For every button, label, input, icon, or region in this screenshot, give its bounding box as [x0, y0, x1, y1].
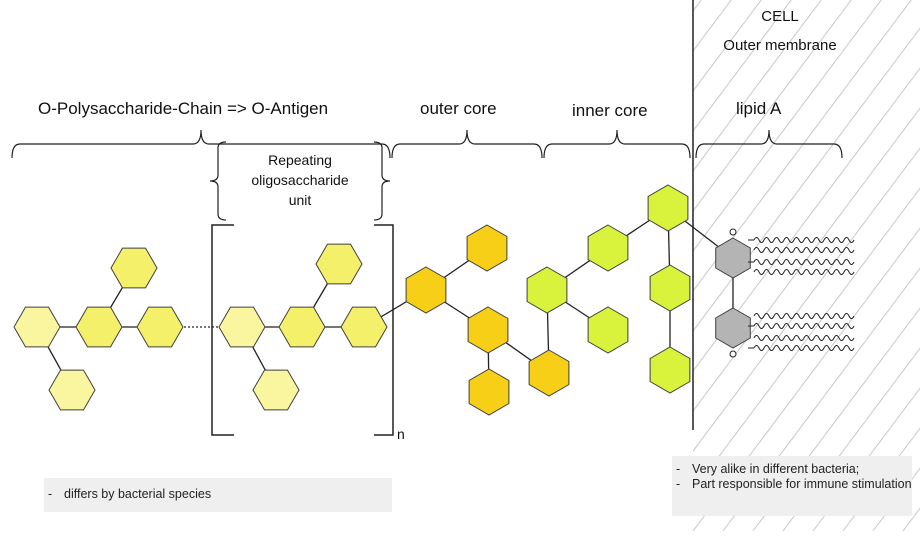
hatch-line [693, 0, 702, 12]
sugar-rings [13, 184, 751, 416]
unit-label-brace [209, 141, 227, 221]
outer-core-label: outer core [420, 99, 497, 118]
fatty-acid-chain [753, 269, 855, 275]
fatty-acid-chain [753, 323, 855, 329]
hatch-line [872, 467, 920, 531]
inner-core-sugar [587, 306, 629, 354]
o-chain-sugar [110, 247, 158, 289]
o-chain-sugar [252, 369, 300, 411]
glycosidic-bonds [36, 207, 734, 393]
repeating-unit-line2: oligosaccharide [251, 172, 349, 188]
lipid-a-note: Very alike in different bacteria;Part re… [672, 456, 912, 516]
repeating-unit-brackets [211, 224, 394, 436]
o-chain-sugar [218, 306, 266, 348]
hatch-line [693, 0, 762, 92]
repeating-unit-label: Repeating oligosaccharide unit [222, 150, 378, 210]
inner-core-sugar [649, 264, 691, 312]
hatch-line [213, 0, 611, 531]
hatch-line [752, 307, 920, 531]
hatch-line [693, 0, 792, 132]
outer-core-sugar [528, 349, 570, 397]
hatch-line [693, 227, 920, 531]
hatch-line [693, 0, 822, 172]
hatch-line [183, 0, 581, 531]
right-square-bracket [374, 224, 394, 436]
o-chain-sugar [340, 306, 388, 348]
lipid-a-sugar [715, 237, 751, 279]
fatty-acid-chain [753, 335, 855, 341]
region-brace [543, 129, 691, 159]
lipid-a-note-list: Very alike in different bacteria;Part re… [672, 462, 912, 492]
outer-core-sugar [405, 266, 447, 314]
hatch-line [722, 267, 920, 531]
inner-core-sugar [587, 224, 629, 272]
lipid-a-label: lipid A [736, 99, 782, 118]
membrane-hatching [183, 0, 920, 531]
hatch-line [693, 67, 920, 372]
repeating-unit-line3: unit [288, 192, 312, 208]
fatty-acid-chain [753, 247, 855, 253]
hatch-line [693, 187, 920, 492]
inner-core-sugar [647, 184, 689, 232]
lipid-a-note-item-2: Part responsible for immune stimulation [672, 477, 912, 492]
o-chain-sugar [315, 243, 363, 285]
hatch-line [842, 427, 920, 531]
lipid-chains [729, 228, 855, 358]
outer-core-sugar [468, 368, 510, 416]
fatty-acid-chain [753, 259, 855, 265]
o-chain-note-item-1: differs by bacterial species [44, 487, 392, 502]
outer-membrane-label: Outer membrane [723, 37, 837, 54]
repeating-unit-line1: Repeating [268, 152, 332, 168]
hatch-line [693, 0, 882, 252]
fatty-acid-chain [753, 345, 855, 351]
hatch-line [693, 147, 920, 452]
hatch-line [693, 0, 912, 292]
lipid-a-sugar [715, 307, 751, 349]
region-braces [11, 129, 843, 221]
fatty-acid-chain [753, 313, 855, 319]
repeat-subscript-n: n [397, 426, 405, 442]
outer-core-sugar [466, 224, 508, 272]
inner-core-label: inner core [572, 101, 648, 120]
o-chain-sugar [48, 369, 96, 411]
hatch-line [812, 387, 920, 531]
inner-core-sugar [649, 346, 691, 394]
hatch-line [782, 347, 920, 531]
region-brace [391, 129, 543, 159]
region-brace [695, 129, 843, 159]
left-square-bracket [211, 224, 234, 436]
fatty-acid-chain [753, 237, 855, 243]
phosphate-circle [729, 228, 737, 236]
inner-core-sugar [526, 266, 568, 314]
o-chain-label: O-Polysaccharide-Chain => O-Antigen [38, 99, 329, 118]
o-chain-note-list: differs by bacterial species [44, 487, 392, 502]
o-chain-sugar [13, 306, 61, 348]
phosphate-circle [729, 350, 737, 358]
o-chain-note: differs by bacterial species [44, 478, 392, 512]
unit-label-brace [373, 141, 391, 221]
outer-core-sugar [467, 306, 509, 354]
o-chain-sugar [278, 306, 326, 348]
cell-label: CELL [761, 8, 799, 25]
hatch-line [693, 0, 852, 212]
hatch-line [693, 107, 920, 412]
o-chain-sugar [75, 306, 123, 348]
o-chain-sugar [136, 306, 184, 348]
region-brace [11, 129, 391, 159]
lipid-a-note-item-1: Very alike in different bacteria; [672, 462, 912, 477]
